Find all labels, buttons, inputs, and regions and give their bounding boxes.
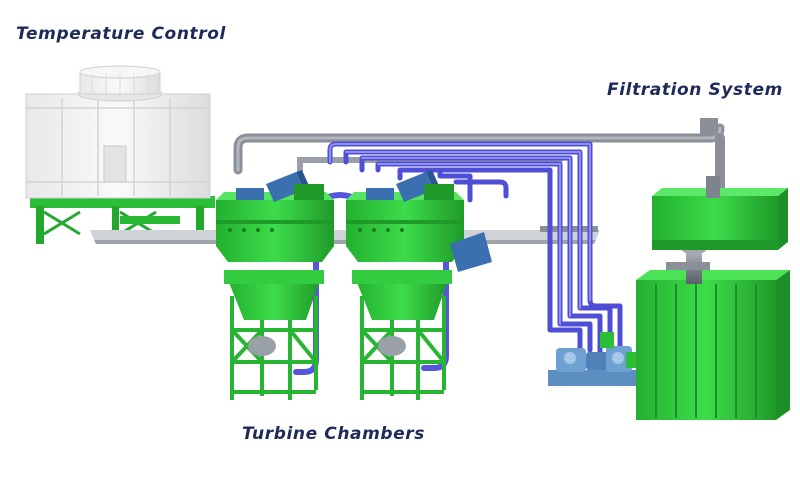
chamber-1-tank <box>216 200 334 262</box>
filter-lower-tank <box>636 270 790 420</box>
cooling-tower-fan-stack <box>77 65 163 102</box>
chamber-1-frame <box>230 296 318 400</box>
chamber-2-tank <box>346 200 464 262</box>
chamber-2-frame <box>360 296 446 400</box>
turbine-chambers-label: Turbine Chambers <box>242 424 426 444</box>
turbine-chamber-1 <box>216 170 334 400</box>
pump-skid <box>548 332 642 386</box>
turbine-chamber-2 <box>346 170 492 400</box>
filtration-system <box>636 176 790 420</box>
temperature-control-label: Temperature Control <box>16 24 226 44</box>
chamber-2-side-motor <box>450 232 492 272</box>
cooling-tower-panels <box>26 98 210 196</box>
filtration-system-label: Filtration System <box>607 80 783 100</box>
gray-beam <box>90 226 600 244</box>
chamber-2-valve <box>378 336 406 356</box>
cooling-tower-legs <box>30 196 215 244</box>
cooling-tower-door <box>103 145 127 183</box>
chamber-2-hopper <box>356 280 448 320</box>
chamber-1-valve <box>248 336 276 356</box>
cooling-tower <box>25 65 215 244</box>
filter-upper-unit <box>652 176 788 250</box>
chamber-1-hopper <box>228 280 320 320</box>
